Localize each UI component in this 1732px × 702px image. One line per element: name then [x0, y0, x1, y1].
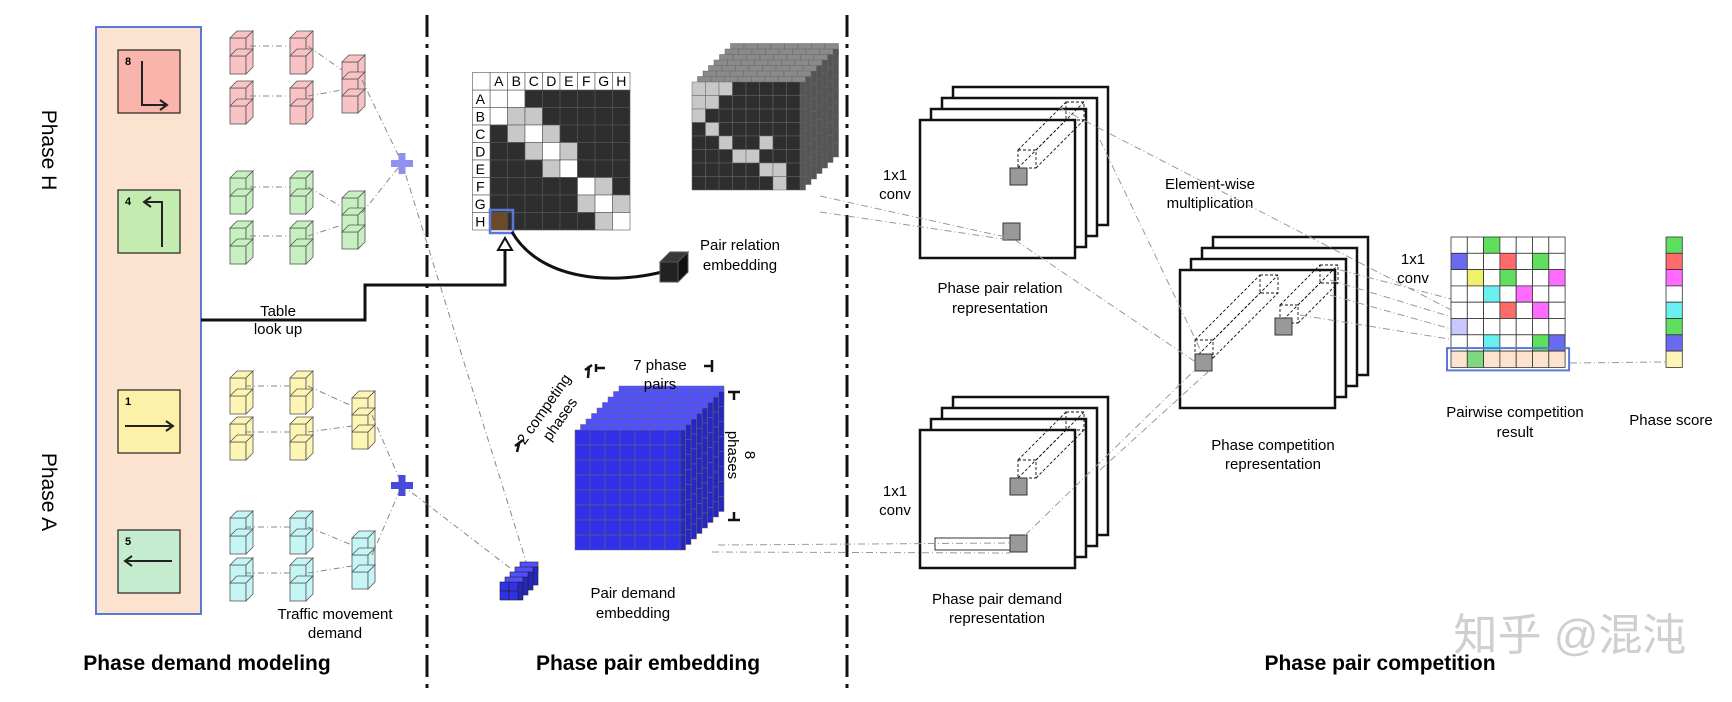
dimension-brackets [514, 360, 740, 522]
matrix-row-header: H [475, 214, 485, 230]
matrix-row-header: G [475, 196, 486, 212]
pair-demand-label-1: Pair demand [590, 585, 675, 602]
projection-lines [711, 107, 1667, 554]
movement-icon-1: 1 [117, 389, 181, 454]
phase-a-label: Phase A [37, 453, 60, 531]
matrix-row-header: C [475, 126, 485, 142]
matrix-row-header: B [476, 109, 485, 125]
ppd-label-2: representation [949, 610, 1045, 627]
svg-text:1: 1 [125, 396, 131, 408]
pair-demand-embedding-block [574, 385, 725, 551]
traffic-demand-label-2: demand [308, 625, 362, 642]
watermark: 知乎 @混沌 [1454, 611, 1687, 660]
plus-icon-phase-a [391, 475, 413, 496]
pcr-label-1: Phase competition [1211, 437, 1334, 454]
phase-h-label: Phase H [37, 110, 60, 191]
phase-score-column [1665, 236, 1683, 368]
section-title-embedding: Phase pair embedding [536, 652, 760, 675]
phase-competition-stack [1178, 235, 1370, 410]
conv-label-dem-1: 1x1 [883, 483, 907, 500]
elementwise-label-2: multiplication [1167, 195, 1254, 212]
ppr-label-2: representation [952, 300, 1048, 317]
demand-feature-cubes [229, 30, 376, 602]
svg-text:8: 8 [125, 56, 131, 68]
phase-box [95, 26, 202, 615]
svg-text:5: 5 [125, 536, 131, 548]
lookup-curve [510, 231, 663, 280]
matrix-col-header: C [529, 73, 539, 89]
matrix-col-header: D [546, 73, 556, 89]
table-lookup-arrow [201, 240, 507, 322]
matrix-row-header: D [475, 144, 485, 160]
pair-relation-embedding-block [691, 43, 839, 191]
matrix-col-header: B [512, 73, 521, 89]
pair-relation-label-2: embedding [703, 257, 777, 274]
eight-phases-label-2: phases [724, 431, 741, 479]
phase-pair-demand-stack [918, 395, 1110, 570]
section-title-competition: Phase pair competition [1264, 652, 1495, 675]
matrix-highlight [488, 208, 515, 235]
ppr-label-1: Phase pair relation [937, 280, 1062, 297]
conv-label-rel-1: 1x1 [883, 167, 907, 184]
section-title-demand: Phase demand modeling [83, 652, 330, 675]
traffic-demand-label-1: Traffic movement [277, 606, 393, 623]
conv-label-comp-2: conv [1397, 270, 1429, 287]
movement-icon-5: 5 [117, 529, 181, 594]
pair-relation-label-1: Pair relation [700, 237, 780, 254]
lookup-result-cube [658, 250, 690, 284]
elementwise-label-1: Element-wise [1165, 176, 1255, 193]
pair-demand-label-2: embedding [596, 605, 670, 622]
conv-label-rel-2: conv [879, 186, 911, 203]
conv-label-dem-2: conv [879, 502, 911, 519]
matrix-col-header: G [598, 73, 609, 89]
ppd-label-1: Phase pair demand [932, 591, 1062, 608]
phase-score-label: Phase score [1629, 412, 1712, 429]
matrix-col-header: A [494, 73, 504, 89]
seven-pairs-label-2: pairs [644, 376, 677, 393]
matrix-col-header: H [616, 73, 626, 89]
pwc-label-1: Pairwise competition [1446, 404, 1584, 421]
table-lookup-label-2: look up [254, 321, 302, 338]
phase-pair-relation-stack [918, 85, 1110, 260]
pair-demand-vector-cube [499, 561, 539, 601]
pairwise-competition-grid [1446, 236, 1571, 372]
eight-phases-label-1: 8 [741, 451, 758, 459]
table-lookup-label-1: Table [260, 303, 296, 320]
conv-label-comp-1: 1x1 [1401, 251, 1425, 268]
matrix-row-header: A [476, 91, 486, 107]
seven-pairs-label-1: 7 phase [633, 357, 686, 374]
matrix-row-header: E [476, 161, 485, 177]
matrix-col-header: F [582, 73, 591, 89]
demand-connectors [245, 45, 529, 574]
movement-icon-4: 4 [117, 189, 181, 254]
matrix-row-header: F [476, 179, 485, 195]
pcr-label-2: representation [1225, 456, 1321, 473]
movement-icon-8: 8 [117, 49, 181, 114]
svg-text:4: 4 [125, 196, 132, 208]
matrix-col-header: E [564, 73, 573, 89]
pwc-label-2: result [1497, 424, 1535, 441]
plus-icon-phase-h [391, 153, 413, 174]
